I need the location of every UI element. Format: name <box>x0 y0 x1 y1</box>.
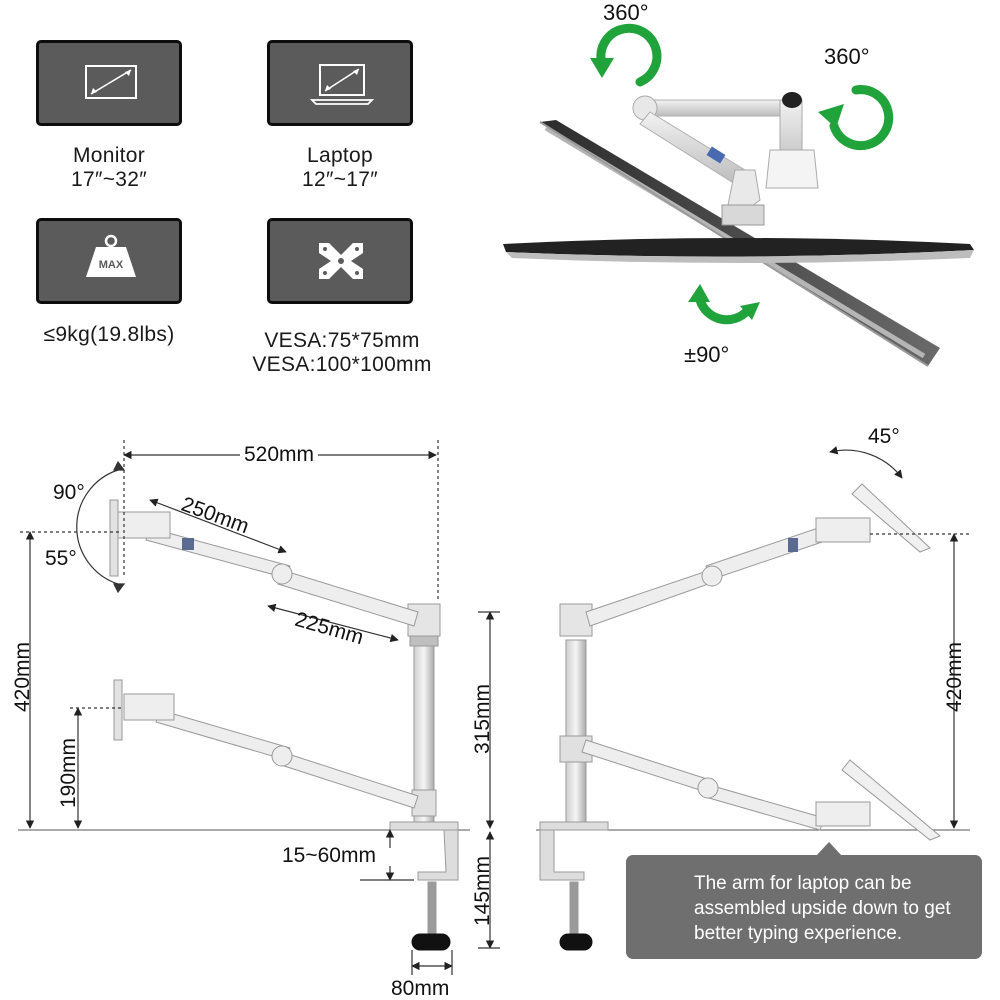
clamp-range-label: 15~60mm <box>282 844 376 867</box>
vesa-spec: VESA:75*75mm VESA:100*100mm <box>240 329 444 377</box>
monitor-label: Monitor <box>72 144 146 167</box>
rotation-view <box>503 23 974 367</box>
monitor-spec: Monitor 17″~32″ <box>36 144 182 192</box>
pole-height-label: 315mm <box>471 683 495 755</box>
max-load-card: MAX <box>36 218 182 304</box>
tilt-90-arrow <box>695 295 753 325</box>
height-low-label: 190mm <box>57 737 81 809</box>
tilt-label: ±90° <box>684 342 730 367</box>
laptop-note-text: The arm for laptop can be assembled upsi… <box>694 873 951 944</box>
tilt-down-label: 55° <box>45 547 77 570</box>
laptop-note-box <box>626 855 982 959</box>
vesa-plate-icon <box>319 243 363 279</box>
vesa-line2: VESA:100*100mm <box>252 353 432 376</box>
top-rotate-label: 360° <box>603 0 649 25</box>
monitor-range: 17″~32″ <box>71 168 147 191</box>
front-monitor <box>503 238 974 263</box>
laptop-diagonal-icon <box>309 64 375 105</box>
tray-angle-label: 45° <box>868 425 900 448</box>
laptop-label: Laptop <box>306 144 374 167</box>
vesa-card <box>267 218 413 304</box>
vesa-line1: VESA:75*75mm <box>264 329 420 352</box>
side-rotate-label: 360° <box>824 44 870 69</box>
monitor-arm-side-view <box>18 499 470 951</box>
max-load-spec: ≤9kg(19.8lbs) <box>43 323 175 346</box>
weight-icon: MAX <box>86 234 136 277</box>
laptop-size-card <box>267 40 413 126</box>
height-total-label: 420mm <box>11 641 35 713</box>
width-total-label: 520mm <box>240 444 319 466</box>
laptop-range: 12″~17″ <box>302 168 378 191</box>
laptop-spec: Laptop 12″~17″ <box>267 144 413 192</box>
monitor-diagonal-icon <box>85 65 137 99</box>
monitor-size-card <box>36 40 182 126</box>
weight-icon-text: MAX <box>99 259 124 271</box>
clamp-depth-label: 145mm <box>471 855 495 927</box>
rotate-360-side-arrow <box>829 85 894 151</box>
base-width-label: 80mm <box>391 977 450 1000</box>
tilt-up-label: 90° <box>53 481 85 504</box>
laptop-height-label: 420mm <box>943 641 967 713</box>
top-arm <box>632 92 819 226</box>
note-pointer <box>816 842 842 856</box>
right-dimension-lines <box>829 446 970 829</box>
rotate-360-top-arrow <box>596 23 662 87</box>
laptop-arm-side-view <box>536 483 970 951</box>
